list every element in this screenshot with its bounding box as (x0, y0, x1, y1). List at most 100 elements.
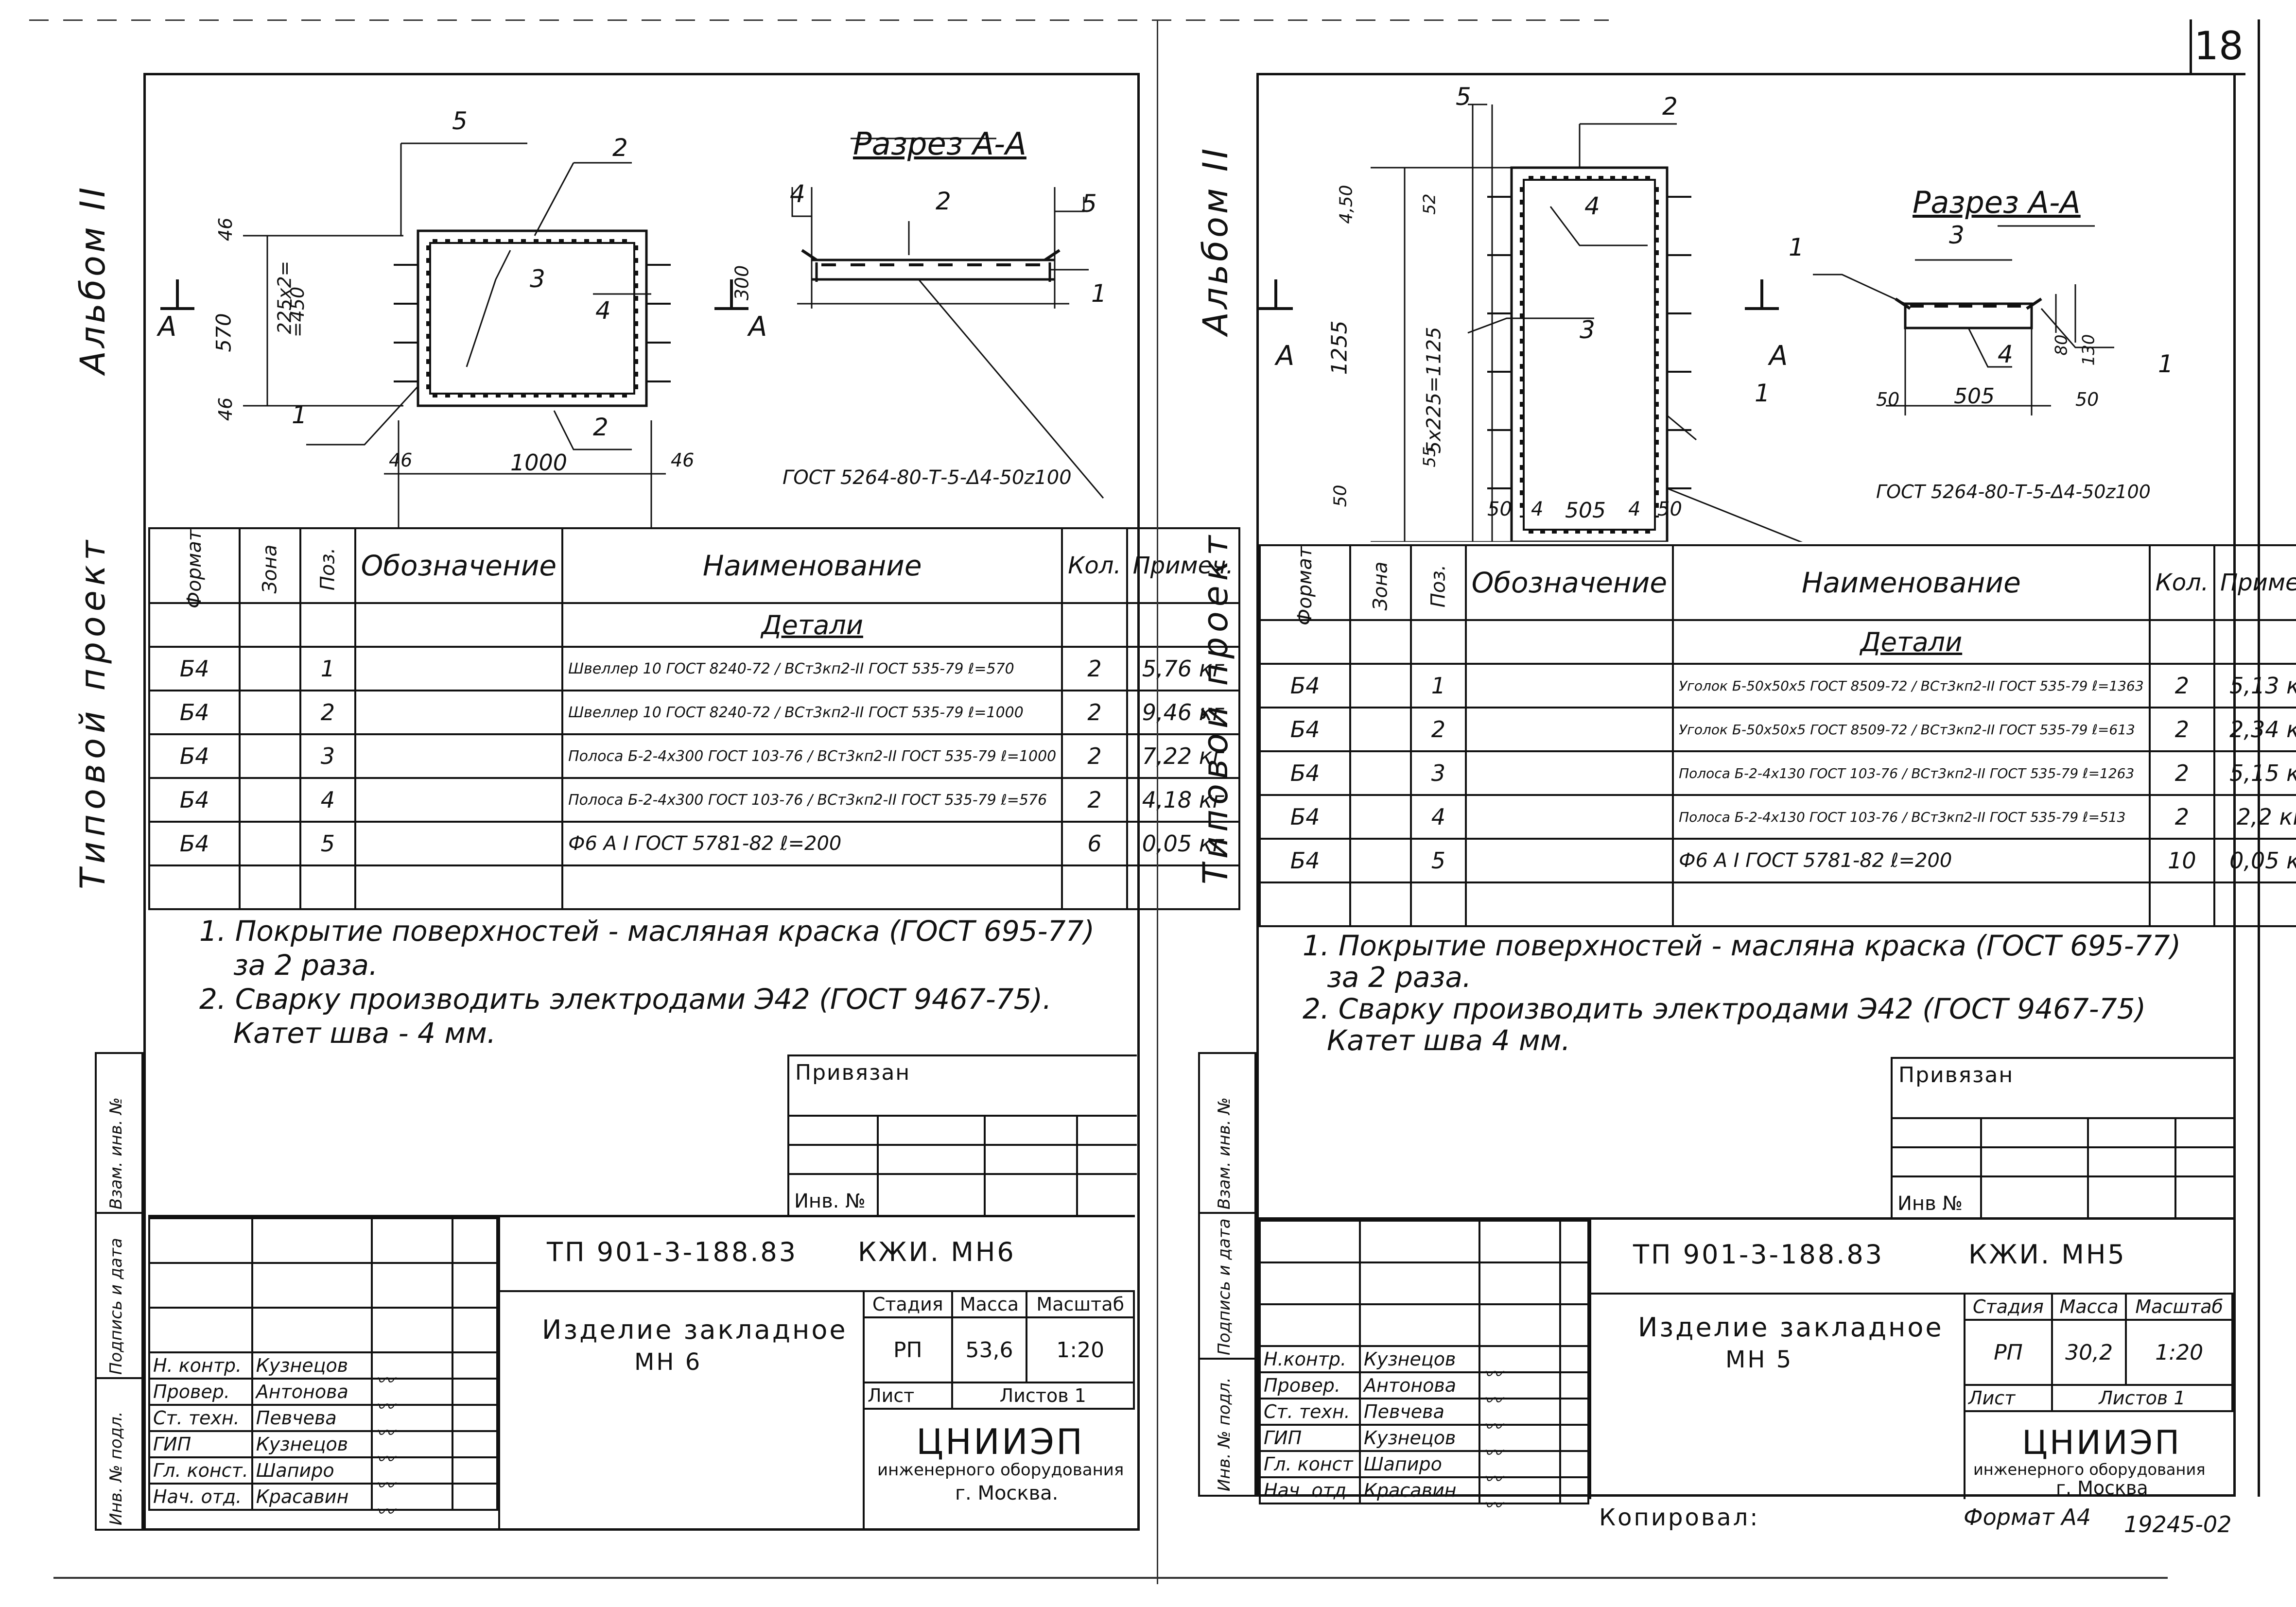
left-gost-note: ГОСТ 5264-80-Т-5-Δ4-50z100 (783, 467, 1072, 489)
left-dim-46-l: 46 (389, 449, 413, 471)
right-project-label: Типовой проект (1196, 531, 1235, 884)
right-signers-table: Н.контр.Кузнецов〰 Провер.Антонова〰 Ст. т… (1259, 1220, 1589, 1516)
right-dim-450: 4,50 (1336, 185, 1357, 224)
right-sheet-label: Лист (1964, 1384, 2053, 1412)
left-doc-mark: КЖИ. МН6 (858, 1237, 1016, 1267)
right-section-title: Разрез А-А (1913, 185, 2081, 220)
right-dim-bottom-50b: 50 (1657, 498, 1682, 520)
spec-format: Б4 (1258, 838, 1352, 883)
table-row: Б4 2 Швеллер 10 ГОСТ 8240-72 / ВСт3кп2-I… (148, 690, 1240, 735)
signer-row: Нач. отд.Красавин〰 (1259, 1476, 1589, 1516)
spec-pos: 3 (1410, 750, 1467, 796)
left-stage: РП (863, 1316, 953, 1383)
right-dim-5x225: 5х225=1125 (1423, 327, 1445, 454)
signer-row: Ст. техн.Певчева〰 (1259, 1398, 1589, 1437)
spec-note: 2,34 кг (2213, 707, 2296, 752)
left-stage-table: Стадия Масса Масштаб РП 53,6 1:20 Лист Л… (863, 1290, 1135, 1410)
right-section-callout-3: 3 (1949, 221, 1965, 249)
spec-pos: 3 (299, 733, 356, 779)
spec-note: 2,2 кг (2213, 794, 2296, 840)
right-spec-h-designation: Обозначение (1464, 544, 1674, 621)
right-outer-border (2258, 19, 2260, 1497)
spec-note: 5,76 кг (1126, 646, 1240, 691)
right-section-dim-80: 80 (2052, 334, 2071, 356)
signer-role: Гл. конст (1259, 1450, 1361, 1478)
signer-name: Кузнецов (251, 1351, 373, 1380)
right-dim-55: 55 (1420, 446, 1440, 467)
spec-name: Ф6 A I ГОСТ 5781-82 ℓ=200 (561, 821, 1063, 866)
right-dim-bottom-4a: 4 (1531, 498, 1544, 520)
signer-role: Нач. отд. (148, 1483, 253, 1511)
left-section-callout-2: 2 (936, 187, 951, 215)
right-spec-section: Детали (1672, 619, 2151, 665)
right-item-title: Изделие закладное (1638, 1312, 1944, 1343)
table-row (148, 864, 1240, 910)
spec-name: Полоса Б-2-4х130 ГОСТ 103-76 / ВСт3кп2-I… (1672, 794, 2151, 840)
table-row: Б4 3 Полоса Б-2-4х300 ГОСТ 103-76 / ВСт3… (148, 733, 1240, 779)
left-sheets-label: Листов 1 (951, 1382, 1135, 1410)
spec-qty: 2 (2148, 707, 2216, 752)
right-spec-h-qty: Кол. (2148, 544, 2216, 621)
table-row (1258, 881, 2296, 927)
signer-row: Гл. конст.Шапиро〰 (148, 1456, 499, 1496)
spec-name: Ф6 A I ГОСТ 5781-82 ℓ=200 (1672, 838, 2151, 883)
spec-pos: 5 (1410, 838, 1467, 883)
signature-icon: 〰 (1483, 1442, 1502, 1464)
table-row: Б4 4 Полоса Б-2-4х300 ГОСТ 103-76 / ВСт3… (148, 777, 1240, 823)
right-section-callout-1b: 1 (2158, 350, 2174, 378)
right-org-name: ЦНИИЭП (2022, 1424, 2182, 1462)
spec-format: Б4 (1258, 750, 1352, 796)
left-title-block: Н. контр.Кузнецов〰 Провер.Антонова〰 Ст. … (148, 1215, 1135, 1531)
signature-icon: 〰 (375, 1370, 394, 1391)
right-scale: 1:20 (2125, 1319, 2233, 1386)
table-row: Б4 5 Ф6 A I ГОСТ 5781-82 ℓ=200 10 0,05 к… (1258, 838, 2296, 883)
left-item-mark: МН 6 (634, 1348, 702, 1376)
signature-icon: 〰 (375, 1475, 394, 1496)
spec-qty: 2 (1061, 733, 1128, 779)
left-section-marker-left: А (158, 311, 177, 343)
spec-format: Б4 (148, 777, 241, 823)
right-spec-h-pos: Поз. (1427, 564, 1450, 608)
left-spec-h-qty: Кол. (1061, 527, 1128, 604)
left-bound-block: Привязан Инв. № (787, 1054, 1137, 1217)
right-bound-label: Привязан (1898, 1063, 2014, 1088)
left-sheet-label: Лист (863, 1382, 953, 1410)
spec-format: Б4 (148, 690, 241, 735)
signer-role: Ст. техн. (1259, 1398, 1361, 1426)
left-inv-label: Инв. № (794, 1190, 866, 1212)
spec-format: Б4 (1258, 794, 1352, 840)
spec-pos: 5 (299, 821, 356, 866)
left-spec-h-designation: Обозначение (354, 527, 564, 604)
signer-name: Красавин (251, 1483, 373, 1511)
right-mass: 30,2 (2051, 1319, 2127, 1386)
left-spec-header: Формат Зона Поз. Обозначение Наименовани… (148, 527, 1240, 608)
right-stage-table: Стадия Масса Масштаб РП 30,2 1:20 Лист Л… (1964, 1293, 2234, 1412)
left-drawing (160, 138, 1104, 527)
spec-name: Уголок Б-50х50х5 ГОСТ 8509-72 / ВСт3кп2-… (1672, 707, 2151, 752)
spec-qty: 6 (1061, 821, 1128, 866)
footer-copied: Копировал: (1599, 1504, 1760, 1531)
left-scale-label: Масштаб (1026, 1290, 1135, 1318)
spec-pos: 1 (299, 646, 356, 691)
page-number: 18 (2194, 23, 2244, 69)
left-spec-h-name: Наименование (561, 527, 1063, 604)
signer-name: Кузнецов (1359, 1424, 1480, 1452)
signer-name: Певчева (1359, 1398, 1480, 1426)
left-bound-label: Привязан (795, 1060, 911, 1085)
signer-row: Ст. техн.Певчева〰 (148, 1404, 499, 1444)
left-note-2: 2. Сварку производить электродами Э42 (Г… (199, 983, 1052, 1016)
left-callout-5: 5 (452, 107, 468, 135)
right-spec-table: Формат Зона Поз. Обозначение Наименовани… (1258, 544, 2296, 927)
signature-icon: 〰 (1483, 1390, 1502, 1411)
signer-name: Красавин (1359, 1476, 1480, 1504)
signer-row: Провер.Антонова〰 (148, 1378, 499, 1417)
signer-name: Антонова (1359, 1371, 1480, 1400)
right-stamp-inv: Инв. № подл. (1215, 1377, 1234, 1491)
spec-pos: 4 (1410, 794, 1467, 840)
left-note-2b: Катет шва - 4 мм. (233, 1017, 496, 1050)
left-mass: 53,6 (951, 1316, 1028, 1383)
signer-row: Провер.Антонова〰 (1259, 1371, 1589, 1411)
left-spec-section: Детали (561, 602, 1063, 648)
right-side-stamps: Взам. инв. № Подпись и дата Инв. № подл. (1198, 1052, 1256, 1497)
